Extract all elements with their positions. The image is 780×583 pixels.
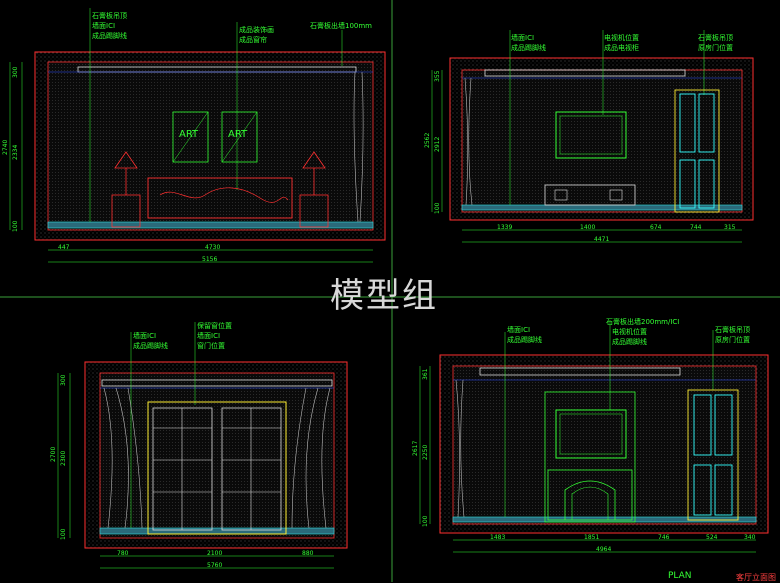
e2-label-skirting: 成品踢脚线 bbox=[511, 44, 546, 52]
art-label-1: ART bbox=[179, 129, 199, 140]
e4-dim-h-total: 4964 bbox=[596, 546, 612, 553]
e1-dim-v-4: 100 bbox=[12, 220, 19, 232]
e4-dim-h-3: 746 bbox=[658, 534, 670, 541]
art-frame-2 bbox=[221, 111, 258, 163]
tv-screen bbox=[555, 111, 627, 159]
e3-label-wall-2: 墙面ICI bbox=[197, 332, 221, 340]
e1-label-ceiling: 石膏板吊顶 bbox=[92, 12, 127, 20]
tv-feature-panel bbox=[544, 391, 636, 523]
e2-label-door: 原房门位置 bbox=[698, 44, 733, 52]
elevation-4 bbox=[419, 320, 769, 553]
e1-dim-v-3: 2334 bbox=[12, 144, 19, 160]
e1-label-skirting: 成品踢脚线 bbox=[92, 32, 127, 40]
e2-dim-h-4: 744 bbox=[690, 224, 702, 231]
e1-label-bulkhead: 石膏板出墙100mm bbox=[310, 22, 372, 30]
tv-cabinet bbox=[544, 184, 636, 206]
e2-dim-h-3: 674 bbox=[650, 224, 662, 231]
e3-label-window: 保留窗位置 bbox=[197, 322, 232, 330]
e3-dim-v-4: 100 bbox=[60, 528, 67, 540]
e4-label-ceiling: 石膏板吊顶 bbox=[715, 326, 750, 334]
e1-dim-v-2: 2740 bbox=[2, 139, 9, 155]
e1-dim-v-1: 300 bbox=[12, 66, 19, 78]
e2-dim-v-1: 355 bbox=[434, 70, 441, 82]
elevation-3 bbox=[57, 322, 348, 569]
elevation-2 bbox=[431, 30, 754, 243]
art-label-2: ART bbox=[228, 129, 248, 140]
elevation-1 bbox=[9, 8, 386, 263]
watermark: 模型组 bbox=[330, 276, 438, 316]
e4-label-door: 原房门位置 bbox=[715, 336, 750, 344]
e4-dim-v-1: 361 bbox=[422, 368, 429, 380]
door-4 bbox=[687, 389, 739, 521]
e3-dim-h-total: 5760 bbox=[207, 562, 223, 569]
e2-dim-v-2: 2562 bbox=[424, 132, 431, 148]
e2-dim-h-total: 4471 bbox=[594, 236, 610, 243]
e4-dim-h-4: 524 bbox=[706, 534, 718, 541]
e2-label-cabinet: 成品电视柜 bbox=[604, 44, 639, 52]
e3-dim-v-1: 300 bbox=[60, 374, 67, 386]
e4-label-tv: 电视机位置 bbox=[612, 328, 647, 336]
e2-dim-h-5: 315 bbox=[724, 224, 736, 231]
e4-dim-v-2: 2617 bbox=[412, 440, 419, 456]
e1-label-wall: 墙面ICI bbox=[92, 22, 116, 30]
e1-label-painting: 成品装饰画 bbox=[239, 26, 274, 34]
e1-label-curtain: 成品窗帘 bbox=[239, 36, 267, 44]
e3-label-skirting: 成品踢脚线 bbox=[133, 342, 168, 350]
drawing-title: 客厅立面图 bbox=[736, 573, 776, 582]
e4-label-skirting-2: 成品踢脚线 bbox=[612, 338, 647, 346]
e4-label-skirting: 成品踢脚线 bbox=[507, 336, 542, 344]
e2-label-wall: 墙面ICI bbox=[511, 34, 535, 42]
art-frame-1 bbox=[172, 111, 209, 163]
fireplace bbox=[547, 469, 633, 521]
e4-dim-v-3: 2250 bbox=[422, 444, 429, 460]
e3-label-wall: 墙面ICI bbox=[133, 332, 157, 340]
e2-dim-v-3: 2912 bbox=[434, 136, 441, 152]
e4-dim-v-4: 100 bbox=[422, 515, 429, 527]
e3-dim-v-3: 2300 bbox=[60, 450, 67, 466]
window-frame bbox=[147, 401, 287, 535]
e3-dim-h-3: 880 bbox=[302, 550, 314, 557]
e2-dim-h-2: 1400 bbox=[580, 224, 596, 231]
door bbox=[674, 89, 720, 213]
e3-dim-v-2: 2700 bbox=[50, 446, 57, 462]
e4-label-wall: 墙面ICI bbox=[507, 326, 531, 334]
e1-dim-h-1: 447 bbox=[58, 244, 70, 251]
e2-dim-v-4: 100 bbox=[434, 202, 441, 214]
sofa bbox=[147, 177, 293, 219]
e2-dim-h-1: 1339 bbox=[497, 224, 513, 231]
e1-dim-h-2: 4730 bbox=[205, 244, 221, 251]
e3-dim-h-2: 2100 bbox=[207, 550, 223, 557]
e3-dim-h-1: 780 bbox=[117, 550, 129, 557]
plan-label: PLAN bbox=[668, 571, 692, 581]
e2-label-tv: 电视机位置 bbox=[604, 34, 639, 42]
e4-dim-h-2: 1851 bbox=[584, 534, 600, 541]
e3-label-door: 窗门位置 bbox=[197, 342, 225, 350]
e2-label-ceiling: 石膏板吊顶 bbox=[698, 34, 733, 42]
e1-dim-h-3: 5156 bbox=[202, 256, 218, 263]
e4-dim-h-5: 340 bbox=[744, 534, 756, 541]
e4-label-bulkhead: 石膏板出墙200mm/ICI bbox=[606, 318, 680, 326]
tv-screen-4 bbox=[555, 409, 627, 459]
e4-dim-h-1: 1483 bbox=[490, 534, 506, 541]
